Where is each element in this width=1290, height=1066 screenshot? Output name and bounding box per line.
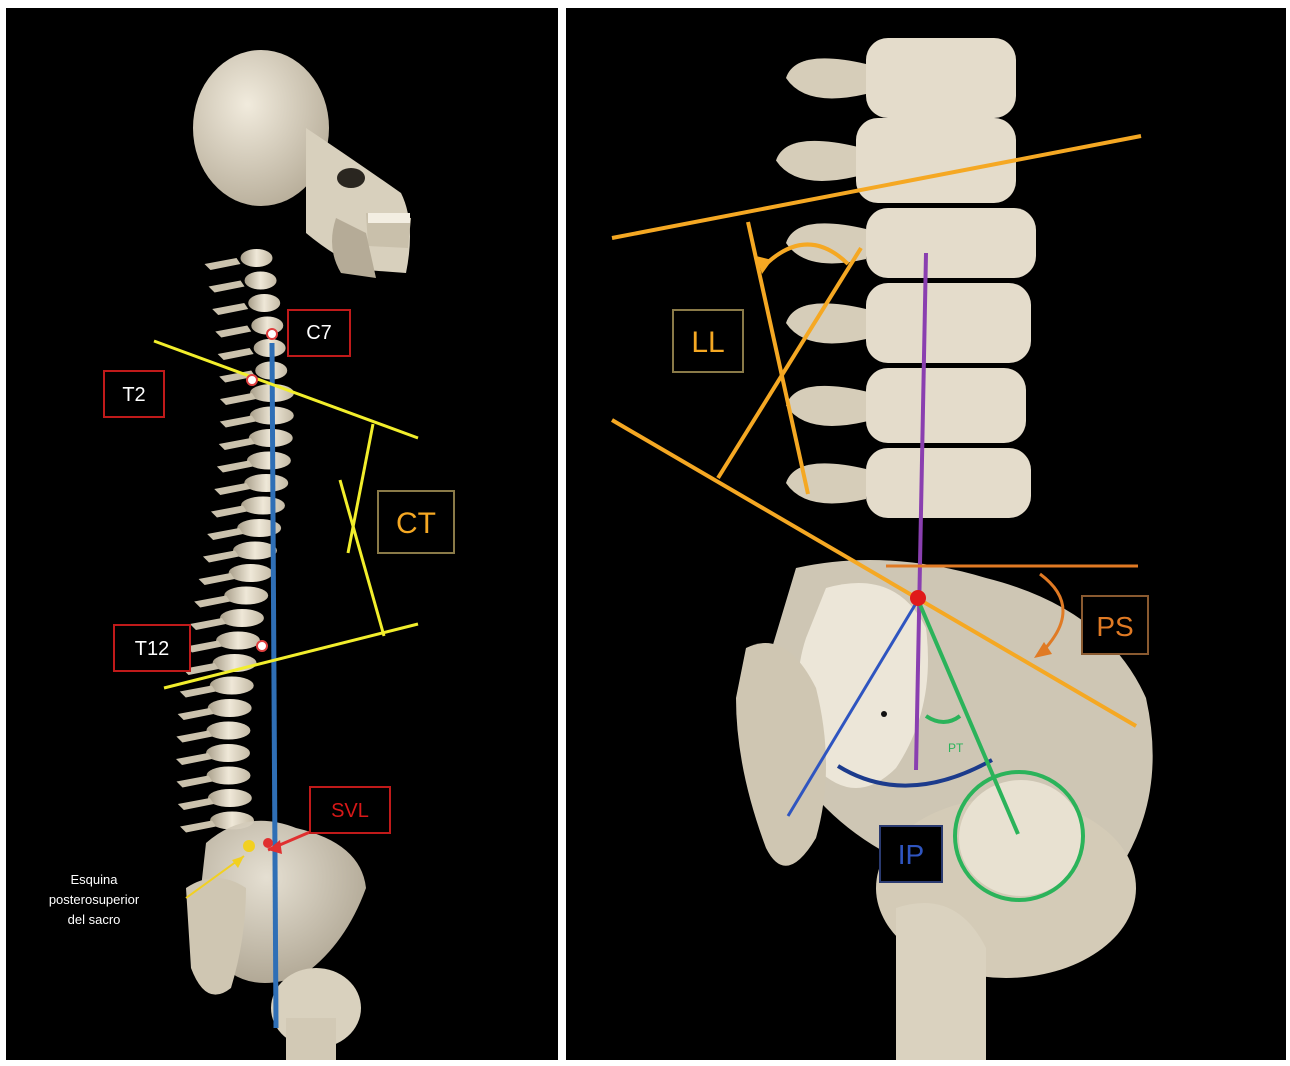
vertebra [210, 677, 254, 695]
spinous-process [176, 776, 212, 788]
label-ll: LL [673, 310, 743, 372]
right-panel-lumbopelvic: PT LL PS IP [566, 8, 1286, 1060]
vertebra [206, 744, 250, 762]
vertebra [233, 542, 277, 560]
sacrum-corner-note: Esquina posterosuperior del sacro [49, 872, 140, 927]
vertebra [216, 632, 260, 650]
small-marker [881, 711, 887, 717]
spinous-process [214, 483, 250, 495]
spinous-process [180, 686, 216, 698]
spinous-process [218, 348, 254, 360]
posterior-element [776, 141, 856, 181]
spinous-process [220, 416, 256, 428]
svg-text:CT: CT [396, 507, 436, 540]
vertebra [241, 497, 285, 515]
lumbar-vertebral-body [866, 283, 1031, 363]
svg-text:LL: LL [691, 326, 724, 359]
spinous-process [205, 258, 241, 270]
full-spine-illustration: C7 T2 CT T12 SVL Esquina posterosuperior… [6, 8, 558, 1060]
vertebra [206, 767, 250, 785]
spinous-process [220, 393, 256, 405]
vertebra [247, 452, 291, 470]
vertebra [241, 249, 273, 267]
spinous-process [217, 461, 253, 473]
spinous-process [207, 528, 243, 540]
vertebra [229, 564, 273, 582]
lumbar-vertebral-body [866, 38, 1016, 118]
spinous-process [190, 618, 226, 630]
vertebra [245, 272, 277, 290]
lumbar-vertebral-body [866, 368, 1026, 443]
left-panel-full-spine: C7 T2 CT T12 SVL Esquina posterosuperior… [6, 8, 558, 1060]
posterior-element [786, 58, 866, 98]
spinous-process [211, 506, 247, 518]
lumbar-vertebral-body [866, 208, 1036, 278]
lumbar-vertebral-body [866, 448, 1031, 518]
svg-text:C7: C7 [306, 322, 332, 344]
svg-text:T12: T12 [135, 638, 169, 660]
spinous-process [199, 573, 235, 585]
vertebra [208, 699, 252, 717]
vertebra [206, 722, 250, 740]
svg-text:posterosuperior: posterosuperior [49, 892, 140, 907]
svg-text:Esquina: Esquina [71, 872, 119, 887]
lumbar-vertebral-body [856, 118, 1016, 203]
svg-text:SVL: SVL [331, 800, 369, 822]
vertebra [208, 789, 252, 807]
vertebra [220, 609, 264, 627]
posterior-element [786, 303, 866, 343]
label-ps: PS [1082, 596, 1148, 654]
spinous-process [215, 326, 251, 338]
label-pt: PT [948, 741, 964, 755]
vertebra [248, 294, 280, 312]
spinous-process [209, 281, 245, 293]
skull [193, 50, 411, 278]
spinous-process [176, 753, 212, 765]
spinous-process [178, 708, 214, 720]
spinous-process [203, 551, 239, 563]
label-t2: T2 [104, 371, 164, 417]
posterior-element [786, 463, 866, 503]
spinous-process [180, 821, 216, 833]
vertebra [244, 474, 288, 492]
spinous-process [212, 303, 248, 315]
spinous-process [176, 731, 212, 743]
label-c7: C7 [288, 310, 350, 356]
svg-text:PS: PS [1096, 611, 1133, 642]
lumbar-vertebrae [776, 38, 1036, 518]
vertebra [224, 587, 268, 605]
spinous-process [178, 798, 214, 810]
svg-text:T2: T2 [122, 384, 145, 406]
spinous-process [194, 596, 230, 608]
label-ct: CT [378, 491, 454, 553]
posterior-element [786, 386, 866, 426]
spinous-process [186, 641, 222, 653]
svg-text:IP: IP [898, 839, 924, 870]
s1-endplate-center-point [910, 590, 926, 606]
spinous-process [219, 438, 255, 450]
lumbopelvic-illustration: PT LL PS IP [566, 8, 1286, 1060]
label-t12: T12 [114, 625, 190, 671]
label-ip: IP [880, 826, 942, 882]
svg-text:del sacro: del sacro [68, 912, 121, 927]
label-svl: SVL [310, 787, 390, 833]
